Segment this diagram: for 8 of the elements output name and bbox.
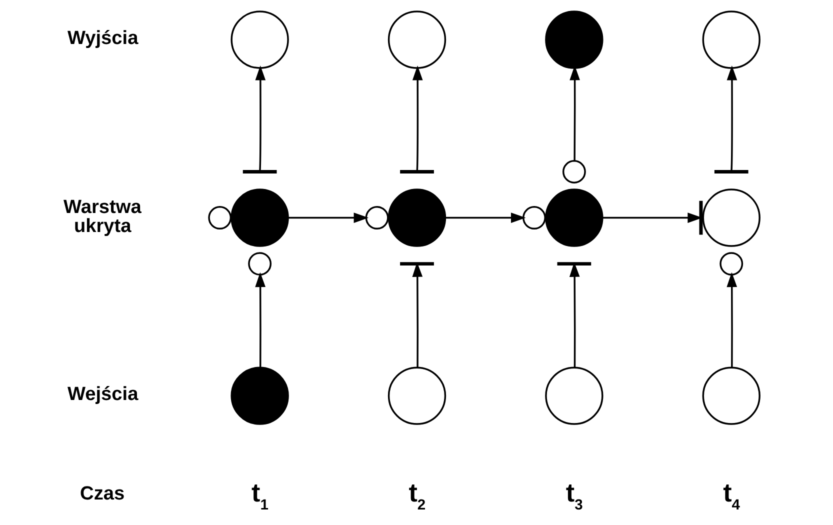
label: t$_{4}$ (722, 477, 740, 514)
label: Warstwa ukryta (63, 197, 141, 238)
label: Wejścia (66, 384, 138, 405)
label: t$_{2}$ (408, 477, 426, 514)
label: Wyjścia (66, 28, 138, 49)
label: Czas (80, 484, 124, 505)
label: t$_{1}$ (251, 477, 268, 514)
label: t$_{3}$ (565, 477, 582, 514)
